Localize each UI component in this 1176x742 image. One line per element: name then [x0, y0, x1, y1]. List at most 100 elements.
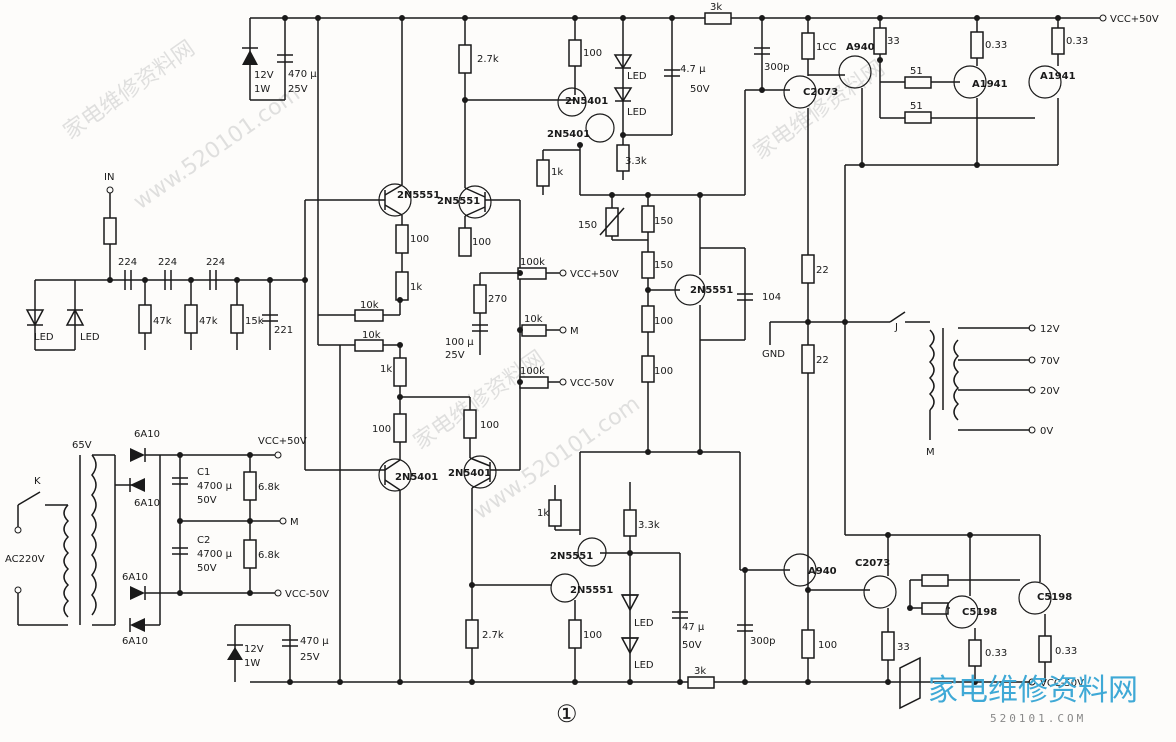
- terminal[interactable]: [1028, 356, 1036, 364]
- resistor: [921, 574, 949, 587]
- led-top1: LED: [627, 71, 647, 82]
- q-pre-bot-label: C2073: [855, 558, 890, 569]
- terminal: [559, 378, 567, 386]
- r-51b: 51: [910, 101, 923, 112]
- resistor: [801, 254, 815, 284]
- watermark-text: 家电维修资料网: [59, 36, 200, 145]
- d1-label: 6A10: [134, 429, 160, 440]
- c-104: 104: [762, 292, 781, 303]
- r-3k3-top: 3.3k: [625, 156, 647, 167]
- terminal[interactable]: [274, 589, 282, 597]
- ac-terminal[interactable]: [14, 526, 22, 534]
- wire: [471, 477, 491, 489]
- d3-label: 6A10: [122, 572, 148, 583]
- transistor-q11: [838, 55, 872, 89]
- terminal[interactable]: [279, 517, 287, 525]
- r-100-a: 100: [410, 234, 429, 245]
- power-switch[interactable]: [17, 491, 41, 506]
- terminal[interactable]: [1028, 324, 1036, 332]
- zener-bot-watt: 1W: [244, 658, 260, 669]
- r-100g: 100: [818, 640, 837, 651]
- transistor-q1: [378, 183, 412, 217]
- filter-cout-label: 221: [274, 325, 293, 336]
- resistor: [521, 324, 547, 337]
- c-4u7-v: 50V: [690, 84, 710, 95]
- terminal[interactable]: [1028, 386, 1036, 394]
- q-drv-bot-label: A940: [808, 566, 837, 577]
- zener-top-label: 12V: [254, 70, 274, 81]
- r-3k3-bot: 3.3k: [638, 520, 660, 531]
- zener-diode-bottom: [227, 647, 243, 660]
- resistor: [968, 639, 982, 667]
- resistor: [641, 251, 655, 279]
- r-10k-b: 10k: [362, 330, 381, 341]
- r-100e: 100: [654, 316, 673, 327]
- r-033b: 0.33: [1066, 36, 1088, 47]
- led-top2: LED: [627, 107, 647, 118]
- led-icon: [25, 309, 45, 327]
- figure-number: ①: [556, 700, 578, 728]
- c2-label: C2: [197, 535, 210, 546]
- resistor: [1038, 635, 1052, 663]
- transistor-q5: [557, 87, 587, 117]
- tap-20v: 20V: [1040, 386, 1060, 397]
- resistor: [473, 284, 487, 314]
- rectifier-diode: [130, 618, 145, 632]
- q-out-bot2-label: C5198: [1037, 592, 1072, 603]
- resistor: [463, 409, 477, 439]
- resistor: [393, 413, 407, 443]
- resistor: [641, 355, 655, 383]
- input-resistor: [103, 217, 117, 245]
- q-low-left-label: 2N5401: [395, 472, 438, 483]
- transistor-q9: [550, 573, 580, 603]
- r-1k-b: 1k: [380, 364, 392, 375]
- r-3k-bot: 3k: [694, 666, 706, 677]
- r-033c: 0.33: [985, 648, 1007, 659]
- resistor: [970, 31, 984, 59]
- filter-resistor-15k: [230, 304, 244, 334]
- filter-resistor-47k-a: [138, 304, 152, 334]
- resistor: [801, 344, 815, 374]
- led-a-label: LED: [34, 332, 54, 343]
- q-in-left-label: 2N5551: [397, 190, 440, 201]
- r-270: 270: [488, 294, 507, 305]
- r-1k-top: 1k: [551, 167, 563, 178]
- resistor: [243, 471, 257, 501]
- c1-voltage: 50V: [197, 495, 217, 506]
- q-out-bot1-label: C5198: [962, 607, 997, 618]
- led-b-label: LED: [80, 332, 100, 343]
- ac-terminal[interactable]: [14, 586, 22, 594]
- transistor-q3: [378, 458, 412, 492]
- m-trans: M: [926, 447, 935, 458]
- c2-value: 4700 µ: [197, 549, 233, 560]
- r-33a: 33: [887, 36, 900, 47]
- cap-bot-label: 470 µ: [300, 636, 329, 647]
- c1-value: 4700 µ: [197, 481, 233, 492]
- filter-resistor-47k-b: [184, 304, 198, 334]
- input-terminal[interactable]: [106, 186, 114, 194]
- terminal[interactable]: [274, 451, 282, 459]
- transistor-q4: [463, 455, 497, 489]
- r-1k-bot: 1k: [537, 508, 549, 519]
- r-22b: 22: [816, 355, 829, 366]
- r-2k7-top: 2.7k: [477, 54, 499, 65]
- resistor: [704, 12, 732, 25]
- rail-mid-pos: VCC+50V: [570, 269, 619, 280]
- led-bot1: LED: [634, 618, 654, 629]
- c-4u7: 4.7 µ: [680, 64, 706, 75]
- wire: [384, 204, 403, 216]
- terminal[interactable]: [1028, 426, 1036, 434]
- q-drv-top-label: C2073: [803, 87, 838, 98]
- transistor-q6: [585, 113, 615, 143]
- r-1k-a: 1k: [410, 282, 422, 293]
- resistor: [458, 227, 472, 257]
- transformer-secondary: [953, 339, 960, 421]
- transistor-q13: [1028, 65, 1062, 99]
- q-out-top2-label: A1941: [1040, 71, 1076, 82]
- led-icon: [613, 54, 633, 70]
- c-300p-bot: 300p: [750, 636, 775, 647]
- c1-label: C1: [197, 467, 210, 478]
- filter-cap3-label: 224: [206, 257, 225, 268]
- psu-neg-label: VCC-50V: [285, 589, 329, 600]
